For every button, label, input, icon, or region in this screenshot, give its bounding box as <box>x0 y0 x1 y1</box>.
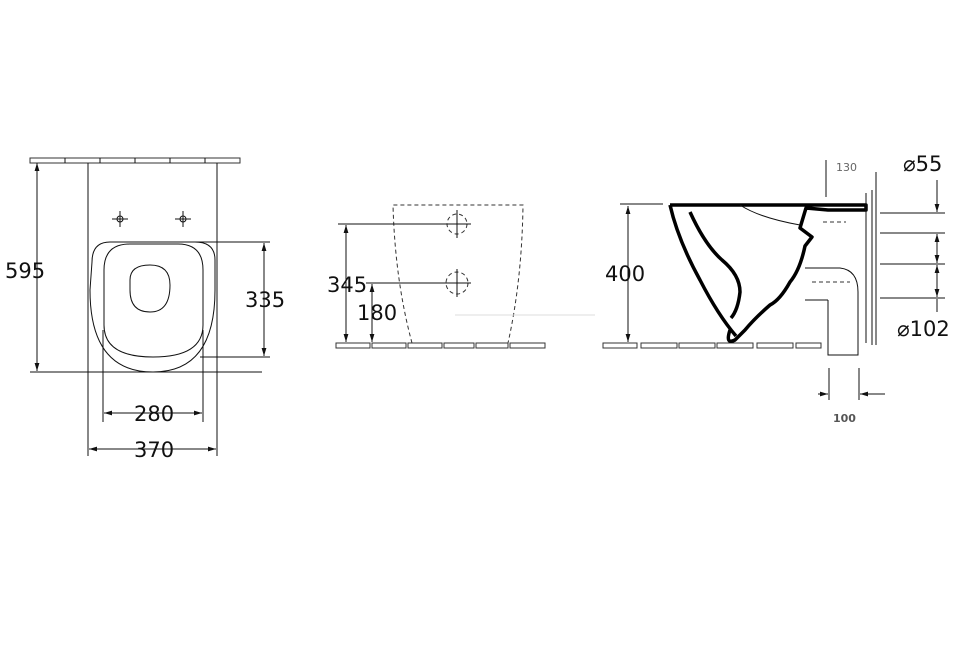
fixing-hole-icon <box>443 210 471 297</box>
projection-label: 130 <box>836 161 857 174</box>
floor-tiles <box>602 342 822 349</box>
toilet-bowl-profile <box>668 203 868 343</box>
outer-width-label: 370 <box>134 438 174 462</box>
fixing-hole-icon <box>112 211 191 227</box>
seat-outline <box>103 243 204 358</box>
fixing-view: 345 180 <box>327 204 595 349</box>
floor-tiles <box>335 342 546 349</box>
side-view: 400 130 ⌀55 ⌀102 100 <box>602 152 950 425</box>
back-plate-outline <box>87 163 218 300</box>
seat-opening <box>129 264 171 313</box>
bowl-outline-dashed <box>392 204 524 344</box>
outlet-width-label: 100 <box>833 412 856 425</box>
inlet-diameter-label: ⌀55 <box>903 152 942 176</box>
height-label: 595 <box>5 259 45 283</box>
front-view: 595 335 280 370 <box>5 157 285 462</box>
rim-height-label: 400 <box>605 262 645 286</box>
seat-height-label: 335 <box>245 288 285 312</box>
bowl-outline <box>89 241 216 373</box>
wall-plate <box>29 157 241 164</box>
upper-hole-height-label: 345 <box>327 273 367 297</box>
outlet-pipe <box>805 267 859 356</box>
inner-width-label: 280 <box>134 402 174 426</box>
wall-outline <box>865 172 877 345</box>
lower-hole-height-label: 180 <box>357 301 397 325</box>
outlet-diameter-label: ⌀102 <box>897 317 950 341</box>
